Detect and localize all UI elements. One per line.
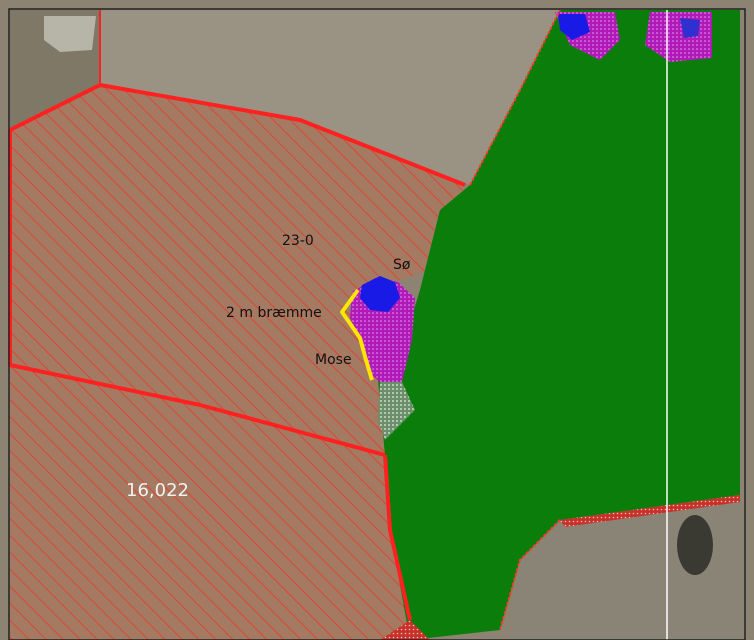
lake-northeast-1[interactable] xyxy=(558,14,590,40)
forest-border xyxy=(469,9,561,631)
parcel-id-label: 23-0 xyxy=(282,233,314,249)
lake-label: Sø xyxy=(393,257,411,273)
boundary-fringe-east xyxy=(560,495,740,527)
area-value-label: 16,022 xyxy=(126,480,189,501)
boundary-fringe-south xyxy=(380,620,430,640)
parcel-borders xyxy=(8,10,466,621)
parcel-16-022-hatch xyxy=(10,365,410,640)
heath-area[interactable] xyxy=(378,382,415,440)
wet-patch xyxy=(677,515,713,575)
map-frame-border xyxy=(8,8,746,640)
buffer-strip-label: 2 m bræmme xyxy=(226,305,322,321)
buffer-strip-line[interactable] xyxy=(340,288,374,381)
forest-area[interactable] xyxy=(378,10,740,640)
farm-buildings xyxy=(44,16,96,52)
lake-area[interactable] xyxy=(360,276,400,312)
field-north xyxy=(100,10,560,185)
parcel-23-0-hatch xyxy=(10,85,465,455)
lake-northeast-2[interactable] xyxy=(680,18,700,38)
bog-label: Mose xyxy=(315,352,352,368)
